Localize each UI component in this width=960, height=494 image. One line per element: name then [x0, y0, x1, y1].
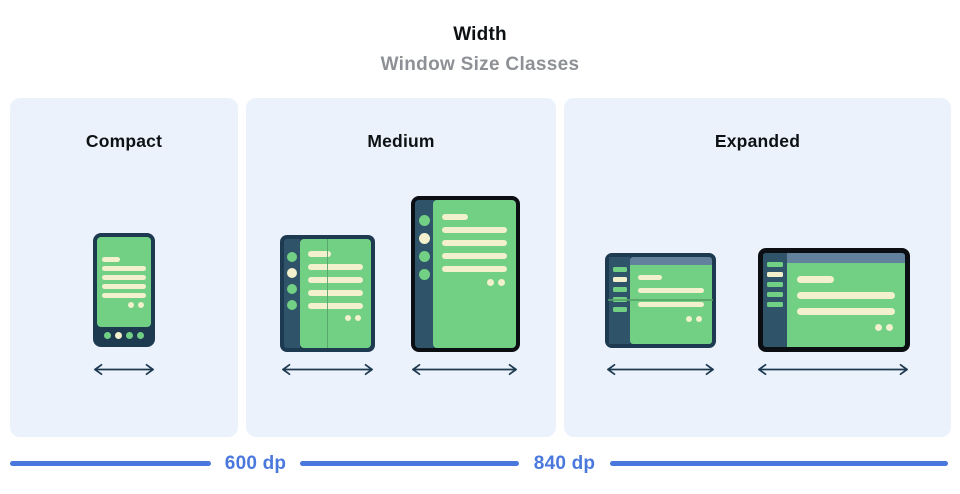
action-dots-placeholder: [308, 315, 363, 321]
text-line-placeholder: [442, 266, 507, 272]
ruler-line-segment: [300, 461, 519, 466]
text-line-placeholder: [797, 308, 895, 315]
screen-content: [630, 265, 712, 344]
panel-medium-label: Medium: [367, 131, 435, 151]
rail-bar-icon: [612, 267, 627, 272]
text-line-placeholder: [797, 292, 895, 299]
text-line-placeholder: [308, 251, 332, 257]
text-line-placeholder: [308, 303, 363, 309]
fold-line: [326, 239, 328, 348]
desktop-mockup: [758, 248, 910, 352]
text-line-placeholder: [102, 257, 120, 262]
rail-dot-icon: [287, 300, 297, 310]
rail-bar-icon: [767, 282, 783, 287]
panel-compact-label: Compact: [85, 131, 163, 151]
panel-compact: Compact: [10, 98, 238, 437]
nav-rail: [609, 257, 630, 344]
action-dots-placeholder: [638, 316, 704, 322]
rail-bar-icon: [767, 302, 783, 307]
text-line-placeholder: [638, 275, 662, 280]
dot-icon: [686, 316, 692, 322]
app-topbar: [630, 257, 712, 265]
text-line-placeholder: [308, 277, 363, 283]
resize-arrow-icon: [94, 363, 154, 376]
ruler-line-segment: [610, 461, 948, 466]
dot-icon: [875, 324, 882, 331]
resize-arrow-icon: [758, 363, 908, 376]
phone-screen: [97, 237, 151, 327]
resize-arrow-icon: [412, 363, 517, 376]
resize-arrow-icon: [607, 363, 714, 376]
panel-expanded-label: Expanded: [714, 131, 801, 151]
screen-area: [787, 253, 905, 347]
rail-dot-icon: [418, 251, 430, 262]
foldable-landscape-mockup: [605, 253, 716, 348]
resize-arrow-icon: [282, 363, 373, 376]
phone-mockup: [93, 233, 155, 347]
dot-icon: [886, 324, 893, 331]
dot-icon: [138, 302, 144, 308]
text-line-placeholder: [102, 266, 146, 271]
nav-rail: [763, 253, 787, 347]
rail-dot-icon: [418, 215, 430, 226]
text-line-placeholder: [797, 276, 835, 283]
rail-dot-icon: [287, 268, 297, 278]
panel-expanded: Expanded: [564, 98, 951, 437]
rail-bar-icon: [612, 307, 627, 312]
fold-line: [608, 299, 713, 301]
phone-navbar: [97, 327, 151, 343]
rail-bar-icon: [767, 262, 783, 267]
dot-icon: [696, 316, 702, 322]
text-line-placeholder: [442, 214, 468, 220]
rail-bar-icon: [612, 277, 627, 282]
panel-medium: Medium: [246, 98, 556, 437]
text-line-placeholder: [442, 253, 507, 259]
diagram-title: Width: [453, 24, 507, 45]
diagram-subtitle: Window Size Classes: [380, 54, 580, 75]
rail-dot-icon: [418, 269, 430, 280]
text-line-placeholder: [102, 275, 146, 280]
text-line-placeholder: [308, 290, 363, 296]
screen-content: [787, 263, 905, 347]
tablet-portrait-mockup: [411, 196, 520, 352]
text-line-placeholder: [638, 302, 704, 307]
nav-dot-icon: [126, 331, 133, 339]
text-line-placeholder: [638, 288, 704, 293]
action-dots-placeholder: [102, 302, 146, 308]
action-dots-placeholder: [797, 324, 895, 331]
rail-dot-icon: [287, 284, 297, 294]
breakpoint-600dp-label: 600 dp: [224, 453, 287, 474]
dot-icon: [128, 302, 134, 308]
tablet-screen: [433, 200, 516, 348]
breakpoint-840dp-label: 840 dp: [533, 453, 596, 474]
nav-dot-icon: [137, 331, 144, 339]
app-topbar: [787, 253, 905, 263]
text-line-placeholder: [102, 284, 146, 289]
screen-area: [630, 257, 712, 344]
dot-icon: [487, 279, 494, 286]
rail-dot-icon: [418, 233, 430, 244]
text-line-placeholder: [308, 264, 363, 270]
dot-icon: [355, 315, 361, 321]
rail-bar-icon: [767, 292, 783, 297]
text-line-placeholder: [442, 227, 507, 233]
dot-icon: [498, 279, 505, 286]
dot-icon: [345, 315, 351, 321]
rail-bar-icon: [767, 272, 783, 277]
nav-rail: [284, 239, 300, 348]
foldable-screen: [300, 239, 371, 348]
diagram-header: Width Window Size Classes: [0, 24, 960, 76]
foldable-open-mockup: [280, 235, 375, 352]
text-line-placeholder: [442, 240, 507, 246]
action-dots-placeholder: [442, 279, 507, 286]
nav-dot-icon: [115, 331, 122, 339]
rail-dot-icon: [287, 252, 297, 262]
ruler-line-segment: [10, 461, 211, 466]
text-line-placeholder: [102, 293, 146, 298]
rail-bar-icon: [612, 287, 627, 292]
nav-rail: [415, 200, 433, 348]
nav-dot-icon: [104, 331, 111, 339]
